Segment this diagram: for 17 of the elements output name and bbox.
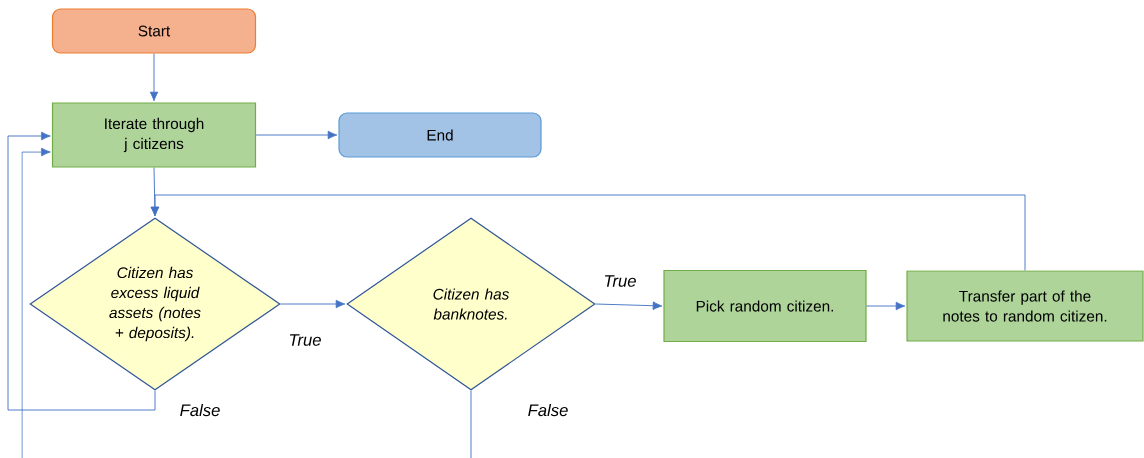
arrow [150, 194, 1026, 271]
arrow [280, 299, 346, 309]
arrow [595, 301, 663, 310]
process-box: Transfer part of the notes to random citizen. [906, 270, 1144, 342]
edge-label: False [526, 402, 570, 418]
arrow [255, 130, 338, 140]
arrow [866, 301, 906, 311]
arrow [149, 53, 159, 102]
edge-label: True [287, 332, 323, 348]
process-box: Pick random citizen. [663, 269, 867, 343]
start-box: Start [51, 8, 257, 54]
process-box: Iterate through j citizens [51, 102, 257, 168]
edge-label: True [602, 273, 638, 289]
arrow [7, 131, 156, 411]
arrow [21, 147, 51, 458]
edge-label: False [178, 402, 222, 418]
end-box: End [338, 112, 542, 158]
